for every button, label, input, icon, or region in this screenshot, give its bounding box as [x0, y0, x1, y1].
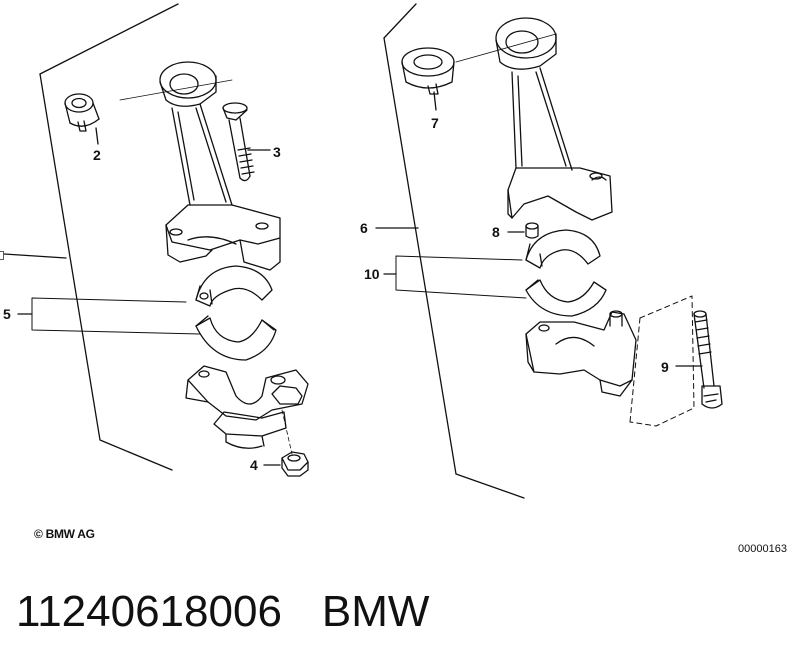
leader-2 — [95, 127, 99, 145]
crop-marker-red — [0, 251, 4, 260]
diagram-id: 00000163 — [738, 543, 787, 555]
brand-name: BMW — [321, 587, 430, 636]
rod-bolt-right — [693, 310, 723, 409]
dowel-sleeve — [525, 222, 539, 239]
callout-6: 6 — [360, 220, 368, 236]
copyright-text: © BMW AG — [34, 527, 95, 541]
right-panel-outline — [383, 3, 525, 499]
axis-nut — [281, 409, 293, 455]
hex-nut — [281, 451, 309, 477]
bracket-5 — [31, 297, 201, 335]
connecting-rod-left — [159, 61, 281, 271]
bearing-shell-lower-left — [195, 315, 277, 361]
axis-line-right — [455, 33, 557, 63]
bracket-10 — [395, 255, 527, 299]
callout-9: 9 — [661, 359, 669, 375]
connecting-rod-right — [495, 17, 613, 221]
leader-7 — [433, 91, 437, 111]
small-end-bushing-left — [64, 93, 100, 132]
callout-8: 8 — [492, 224, 500, 240]
bearing-shell-upper-left — [195, 265, 273, 307]
callout-2: 2 — [93, 147, 101, 163]
callout-3: 3 — [273, 144, 281, 160]
callout-10: 10 — [364, 266, 380, 282]
footer-caption: 11240618006 BMW — [16, 587, 429, 637]
small-end-bushing-right — [401, 47, 455, 95]
rod-cap-right — [525, 310, 637, 397]
axis-line-left — [119, 79, 233, 101]
rod-cap-left — [185, 365, 309, 449]
leader-red — [3, 253, 67, 259]
rod-bolt-left — [222, 102, 255, 182]
callout-5: 5 — [3, 306, 11, 322]
bearing-shell-upper-right — [525, 229, 601, 269]
left-panel-outline — [39, 3, 179, 471]
bearing-shell-lower-right — [525, 279, 607, 317]
bolt-guide-dashed — [629, 295, 695, 427]
parts-exploded-diagram — [3, 3, 723, 499]
callout-7: 7 — [431, 115, 439, 131]
part-number: 11240618006 — [16, 587, 282, 636]
callout-4: 4 — [250, 457, 258, 473]
